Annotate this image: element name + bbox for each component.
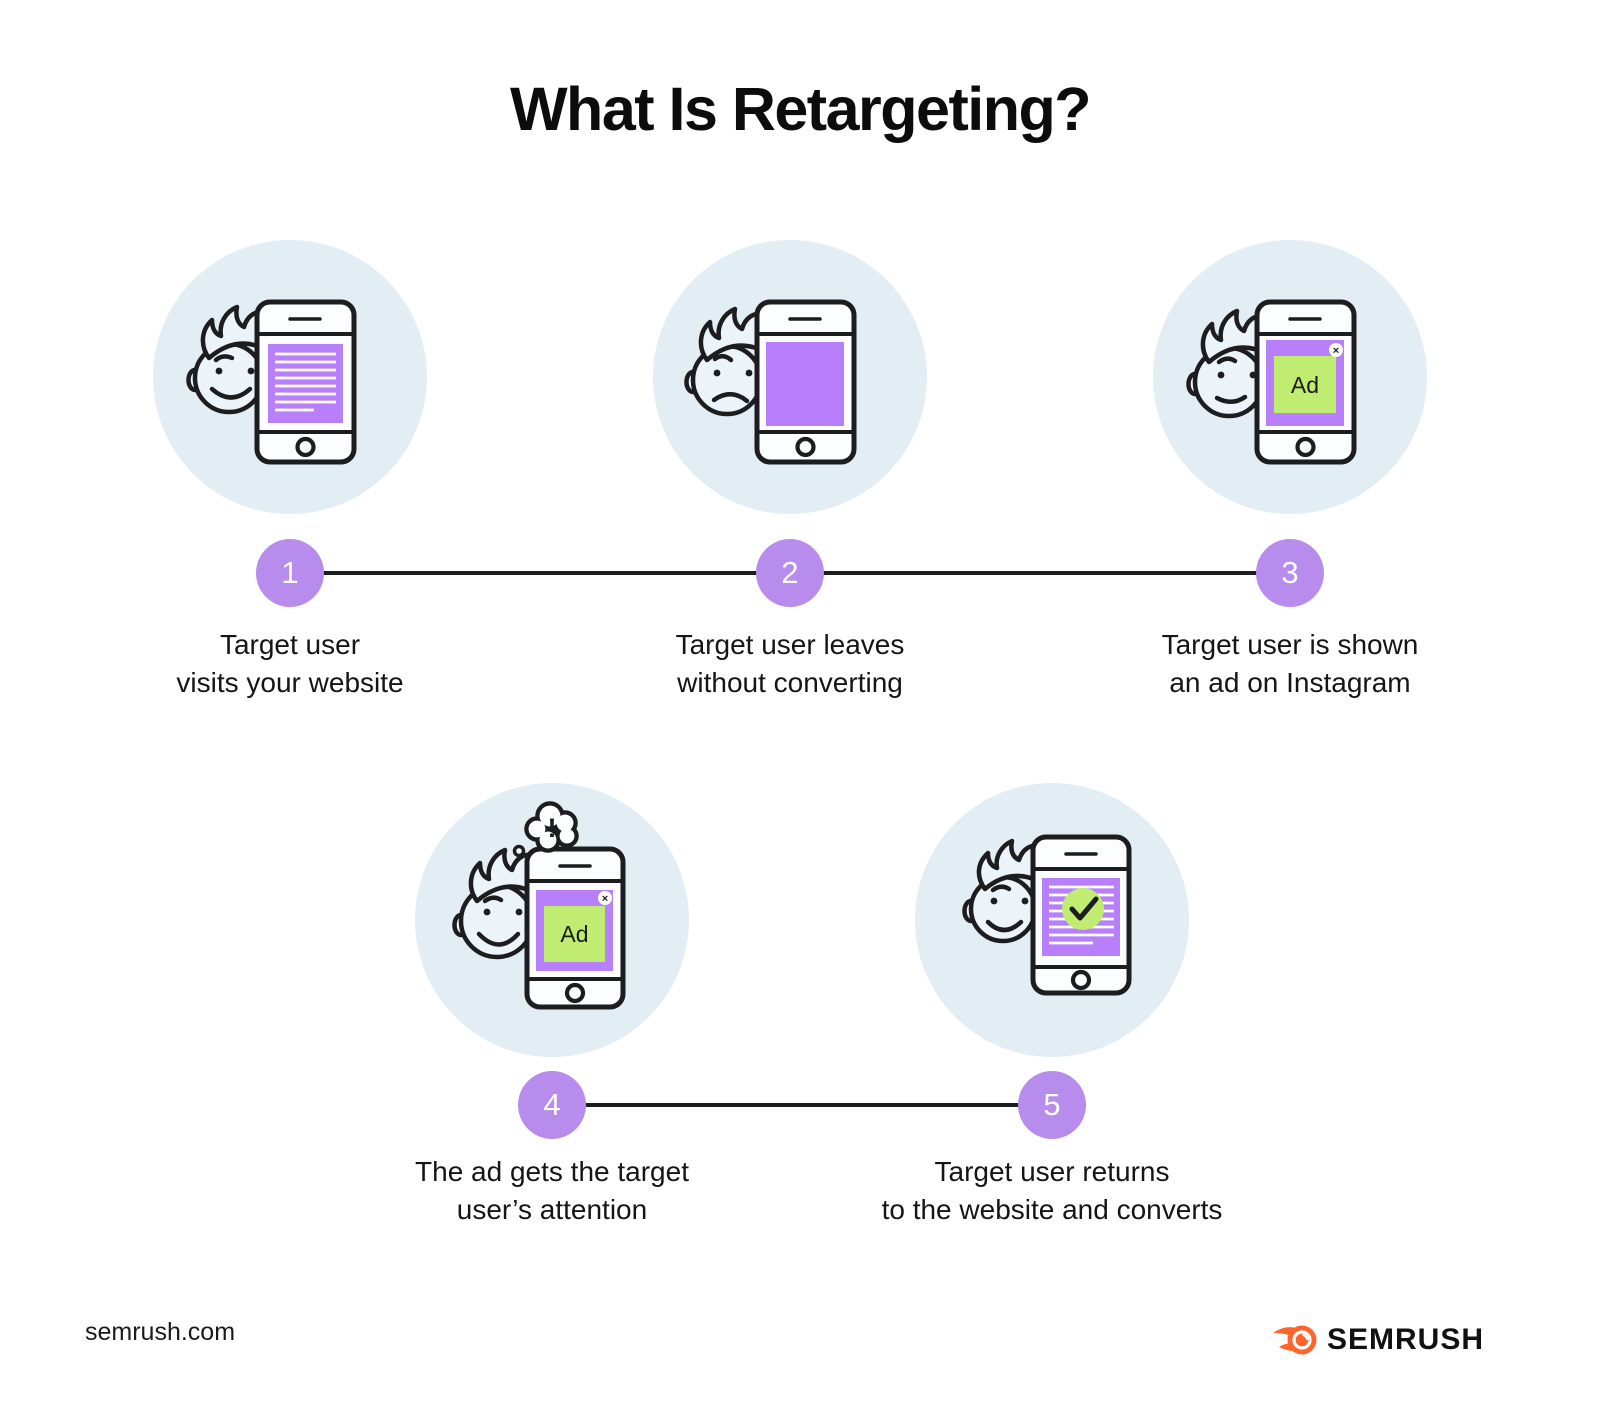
step-2-caption: Target user leaves without converting <box>530 626 1050 702</box>
step-5-caption: Target user returns to the website and c… <box>792 1153 1312 1229</box>
step-4-illustration: Ad × ! <box>415 783 689 1057</box>
ad-banner <box>544 906 605 962</box>
caption-line: The ad gets the target <box>415 1156 689 1187</box>
home-button <box>1295 436 1316 458</box>
caption-line: an ad on Instagram <box>1169 667 1411 698</box>
website-text-lines <box>275 352 336 412</box>
close-icon-glyph: × <box>602 893 608 905</box>
blank-screen <box>766 342 844 426</box>
success-circle <box>1062 888 1104 930</box>
caption-line: Target user returns <box>934 1156 1170 1187</box>
ad-label: Ad <box>1291 372 1319 398</box>
brand-wordmark: SEMRUSH <box>1327 1323 1485 1356</box>
step-4-caption: The ad gets the target user’s attention <box>292 1153 812 1229</box>
happy-user-face-icon <box>452 847 538 960</box>
eyes <box>990 897 1029 905</box>
step-3-number-badge: 3 <box>1256 539 1324 607</box>
step-4-number-badge: 4 <box>518 1071 586 1139</box>
footer-website-url: semrush.com <box>85 1318 236 1346</box>
timeline-connector-row-2 <box>552 1103 1052 1107</box>
step-1-number-badge: 1 <box>256 539 324 607</box>
semrush-flame-icon <box>1273 1325 1317 1355</box>
phone-icon <box>254 299 357 465</box>
page-title: What Is Retargeting? <box>509 75 1092 143</box>
ad-banner <box>1274 356 1336 413</box>
eyes <box>215 367 255 375</box>
happy-user-face-icon <box>962 838 1044 944</box>
step-1-illustration <box>153 240 427 514</box>
caption-line: visits your website <box>176 667 404 698</box>
step-2-number-badge: 2 <box>756 539 824 607</box>
eyes <box>483 908 523 916</box>
home-button <box>295 436 316 458</box>
ad-label: Ad <box>560 921 588 947</box>
phone-icon: Ad × <box>1254 299 1357 465</box>
step-5-illustration <box>915 783 1189 1057</box>
caption-line: user’s attention <box>456 1194 648 1225</box>
phone-icon <box>1030 834 1132 996</box>
close-icon <box>1329 343 1343 357</box>
thought-bubble-icon: ! <box>512 801 579 858</box>
step-3-illustration: Ad × <box>1153 240 1427 514</box>
step-1-caption: Target user visits your website <box>30 626 550 702</box>
checkmark-icon <box>1069 896 1099 921</box>
semrush-logo: SEMRUSH <box>1272 1323 1484 1357</box>
close-icon-glyph: × <box>1333 345 1339 357</box>
home-button <box>564 982 586 1004</box>
step-2-illustration <box>653 240 927 514</box>
caption-line: without converting <box>677 667 903 698</box>
phone-icon: Ad × <box>524 846 626 1010</box>
step-5-number-badge: 5 <box>1018 1071 1086 1139</box>
eyes <box>713 369 753 377</box>
caption-line: Target user is shown <box>1161 629 1419 660</box>
home-button <box>795 436 816 458</box>
exclamation-mark: ! <box>548 813 557 843</box>
caption-line: to the website and converts <box>881 1194 1223 1225</box>
step-3-caption: Target user is shown an ad on Instagram <box>1030 626 1550 702</box>
caption-line: Target user leaves <box>675 629 905 660</box>
caption-line: Target user <box>219 629 361 660</box>
close-icon <box>598 891 612 905</box>
home-button <box>1070 969 1092 991</box>
user-face-icon <box>186 304 270 415</box>
phone-icon <box>754 299 857 465</box>
